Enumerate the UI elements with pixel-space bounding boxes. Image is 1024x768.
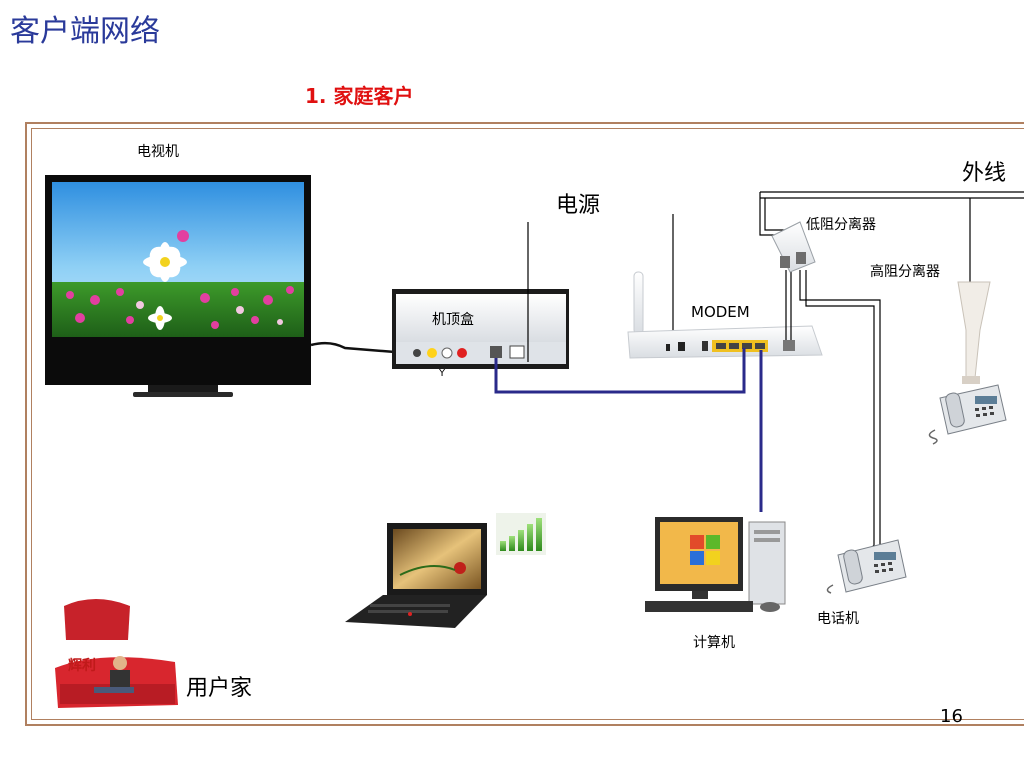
telephone-icon	[928, 384, 1007, 445]
settop-modem-cable	[494, 348, 746, 394]
outside-line-label: 外线	[962, 161, 1006, 186]
page-number: 16	[940, 706, 963, 727]
telephone-icon	[826, 539, 907, 594]
diagram-frame-outer	[25, 122, 1024, 726]
user-home-label: 用户家	[186, 676, 252, 701]
power-label: 电源	[556, 193, 600, 218]
modem-icon	[627, 271, 823, 359]
tv-cable	[310, 341, 396, 354]
high-splitter-icon	[957, 281, 991, 384]
slide-title: 客户端网络	[10, 14, 160, 49]
tv-icon	[45, 175, 311, 397]
tv-label: 电视机	[137, 144, 179, 160]
signal-strength-icon	[496, 513, 546, 555]
splitter-icon	[771, 221, 816, 273]
splitter-phone-line	[799, 270, 881, 551]
settop-box-label: 机顶盒	[432, 311, 474, 328]
phone-label: 电话机	[817, 611, 859, 627]
modem-label: MODEM	[691, 303, 750, 321]
high-splitter-label: 高阻分离器	[870, 263, 940, 280]
computer-label: 计算机	[693, 635, 735, 651]
sofa-logo-text: 辉利	[68, 657, 96, 674]
settop-box-icon	[392, 289, 569, 369]
diagram-frame-inner	[31, 128, 1024, 720]
computer-icon	[645, 517, 786, 612]
sofa-icon	[40, 580, 185, 715]
laptop-icon	[345, 523, 487, 628]
settop-port-mark: Y	[438, 368, 446, 379]
low-splitter-label: 低阻分离器	[806, 216, 876, 233]
section-subtitle: 1. 家庭客户	[305, 84, 414, 108]
